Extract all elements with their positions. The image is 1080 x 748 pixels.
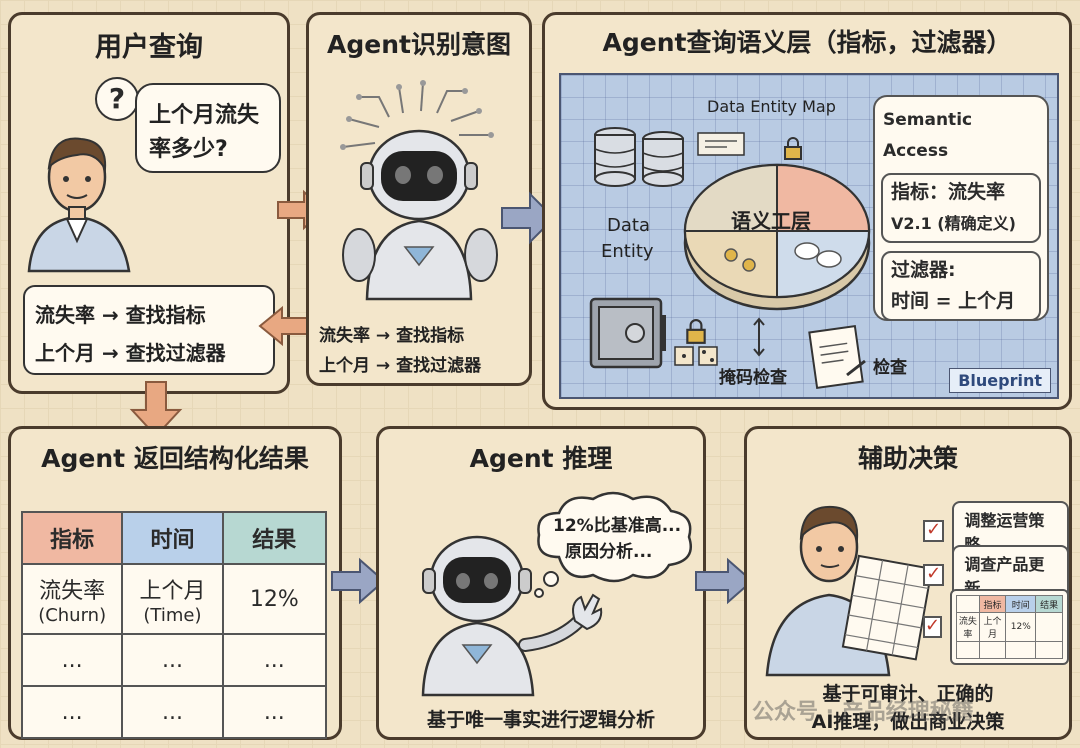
- mask-check-arrow: [753, 317, 765, 357]
- question-line-2: 率多少?: [149, 137, 228, 162]
- blueprint-area: Data Entity Map Data Entity: [559, 73, 1059, 399]
- semantic-factory-label: 语义工层: [731, 209, 811, 233]
- panel-title-decision-support: 辅助决策: [857, 444, 958, 473]
- question-line-1: 上个月流失: [149, 103, 260, 128]
- panel-user-query: 用户查询 ? 上个月流失 率多少? 流失率 → 查找指标 上个月 → 查找过滤器: [8, 12, 290, 394]
- filter-box: 过滤器: 时间 = 上个月: [881, 251, 1041, 321]
- intent-line-1: 流失率 → 查找指标: [319, 326, 465, 346]
- thought-line-1: 12%比基准高...: [553, 516, 682, 536]
- metric-box: 指标：流失率 V2.1 (精确定义): [881, 173, 1041, 243]
- safe-icon: [589, 297, 666, 369]
- dice-icon: [674, 346, 718, 366]
- question-mark-bubble: ?: [95, 77, 139, 121]
- semantic-access-box: Semantic Access 指标：流失率 V2.1 (精确定义) 过滤器: …: [873, 95, 1049, 321]
- data-entity-map-label: Data Entity Map: [707, 97, 836, 116]
- semantic-access-title: Semantic Access: [883, 110, 973, 161]
- panel-semantic-layer: Agent查询语义层（指标，过滤器） Data Entity Map Data …: [542, 12, 1072, 410]
- database-icon: [594, 127, 684, 187]
- decision-caption-line-1: 基于可审计、正确的: [822, 683, 994, 705]
- table-cell: ...: [121, 685, 224, 739]
- mini-cell: 12%: [1005, 612, 1037, 642]
- table-cell: ...: [221, 685, 328, 739]
- mini-report-card: 指标 时间 结果 流失率 上个月 12%: [950, 589, 1069, 665]
- document-icon-top: [697, 132, 745, 156]
- decision-check-3: ✓ 指标 时间 结果 流失率 上个月 12%: [923, 589, 1069, 665]
- checkbox-icon: ✓: [923, 520, 945, 542]
- thought-cloud: [534, 491, 692, 598]
- table-row: ... ... ...: [20, 633, 328, 687]
- arrow-down-1: [129, 381, 183, 438]
- mini-header: 结果: [1035, 595, 1063, 613]
- mask-check-label: 掩码检查: [719, 368, 787, 388]
- table-cell: ...: [20, 633, 124, 687]
- intent-line-2: 上个月 → 查找过滤器: [319, 356, 482, 376]
- table-row: 流失率(Churn) 上个月(Time) 12%: [20, 563, 328, 635]
- lock-icon-safe: [686, 319, 706, 344]
- arrow-left-1: [258, 305, 311, 347]
- mini-header: 时间: [1005, 595, 1037, 613]
- panel-title-structured-result: Agent 返回结构化结果: [41, 444, 309, 473]
- user-mapping-box: 流失率 → 查找指标 上个月 → 查找过滤器: [23, 285, 275, 375]
- panel-structured-result: Agent 返回结构化结果 指标 时间 结果 流失率(Churn) 上个月(Ti…: [8, 426, 342, 740]
- panel-agent-reasoning: Agent 推理 12%比基准高... 原因分析... 基于唯一事实进行逻辑分析: [376, 426, 706, 740]
- filter-line-1: 过滤器:: [891, 259, 956, 281]
- metric-line-2: V2.1 (精确定义): [891, 214, 1016, 233]
- result-table: 指标 时间 结果 流失率(Churn) 上个月(Time) 12% ... ..…: [20, 511, 328, 739]
- metric-line-1: 指标：流失率: [891, 181, 1006, 203]
- filter-line-2: 时间 = 上个月: [891, 290, 1016, 312]
- robot-icon: [340, 80, 498, 301]
- panel-decision-support: 辅助决策 ✓ 调整运营策略 ✓ 调查产品更新 ✓ 指标 时间 结果: [744, 426, 1072, 740]
- thought-line-2: 原因分析...: [565, 542, 653, 562]
- panel-title-agent-intent: Agent识别意图: [327, 30, 511, 59]
- watermark: 公众号 · 产品经理秘籍: [752, 700, 974, 725]
- user-person-icon: [27, 137, 131, 273]
- check-document-icon: [808, 324, 866, 390]
- user-question-bubble: 上个月流失 率多少?: [135, 83, 281, 173]
- data-entity-label-1: Data: [607, 215, 650, 236]
- table-header-row: 指标 时间 结果: [20, 511, 328, 565]
- mini-cell: 上个月: [978, 612, 1007, 642]
- mapping-line-1: 流失率 → 查找指标: [35, 303, 206, 327]
- lock-icon-top: [784, 137, 802, 160]
- table-row: ... ... ...: [20, 685, 328, 739]
- mapping-line-2: 上个月 → 查找过滤器: [35, 341, 226, 365]
- table-header-time: 时间: [121, 511, 224, 565]
- arrow-right-4: [695, 557, 754, 605]
- decision-person-icon: [765, 505, 933, 677]
- blueprint-stamp: Blueprint: [949, 368, 1051, 393]
- table-cell: 流失率(Churn): [20, 563, 124, 635]
- panel-agent-intent: Agent识别意图 流失率 → 查找指标 上个月 → 查找过滤器: [306, 12, 532, 386]
- panel-title-user-query: 用户查询: [95, 32, 203, 63]
- check-label: 检查: [873, 358, 907, 378]
- question-mark-icon: ?: [108, 82, 126, 115]
- table-cell: ...: [20, 685, 124, 739]
- table-header-result: 结果: [221, 511, 328, 565]
- decision-caption-line-2: AI推理，做出商业决策: [811, 711, 1005, 733]
- table-cell: 上个月(Time): [121, 563, 224, 635]
- data-entity-label-2: Entity: [601, 241, 654, 262]
- checkbox-icon: ✓: [923, 564, 945, 586]
- table-header-metric: 指标: [20, 511, 124, 565]
- checkbox-icon: ✓: [923, 616, 943, 638]
- arrow-right-3: [331, 557, 386, 605]
- table-cell: ...: [121, 633, 224, 687]
- reasoning-caption: 基于唯一事实进行逻辑分析: [426, 709, 655, 731]
- semantic-factory-disk: [683, 163, 871, 311]
- panel-title-semantic-layer: Agent查询语义层（指标，过滤器）: [602, 28, 1012, 57]
- mini-header: 指标: [978, 595, 1007, 613]
- mini-report-table: 指标 时间 结果 流失率 上个月 12%: [956, 595, 1063, 659]
- mini-cell: 流失率: [956, 612, 980, 642]
- table-cell: ...: [221, 633, 328, 687]
- robot-reasoning-icon: [421, 535, 603, 697]
- table-cell: 12%: [221, 563, 328, 635]
- panel-title-agent-reasoning: Agent 推理: [469, 444, 613, 473]
